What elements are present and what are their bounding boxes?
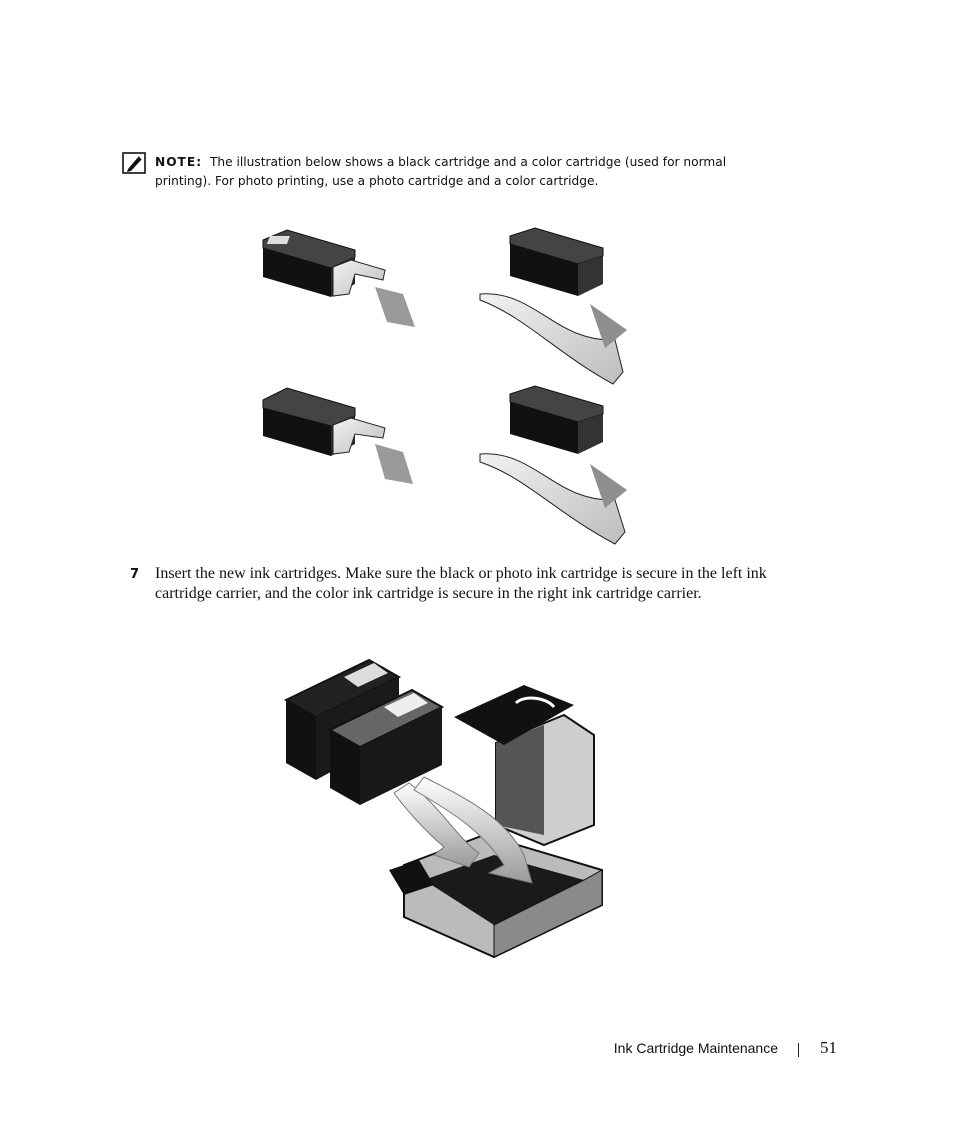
page-number: 51 bbox=[820, 1038, 837, 1057]
insert-arrow-right bbox=[413, 776, 533, 884]
note-label: NOTE: bbox=[155, 155, 203, 169]
photo-cartridge-with-tape bbox=[262, 387, 413, 484]
black-cartridge-with-tape bbox=[262, 229, 415, 327]
footer-divider bbox=[798, 1043, 799, 1057]
note-pencil-icon bbox=[122, 152, 146, 174]
cartridge-carrier bbox=[389, 685, 603, 959]
step-number: 7 bbox=[130, 567, 140, 582]
tape-removal-illustration bbox=[262, 227, 627, 545]
step-text: Insert the new ink cartridges. Make sure… bbox=[155, 565, 767, 602]
note-block: NOTE: The illustration below shows a bla… bbox=[155, 153, 755, 191]
insert-arrow-left bbox=[393, 782, 480, 868]
note-text: The illustration below shows a black car… bbox=[155, 155, 727, 188]
cartridge-insertion-illustration bbox=[284, 658, 603, 959]
footer-section-title: Ink Cartridge Maintenance bbox=[613, 1040, 778, 1056]
color-cartridge-with-tape bbox=[479, 227, 627, 385]
color-cartridge bbox=[327, 688, 445, 805]
color-cartridge-with-tape-2 bbox=[479, 385, 627, 545]
